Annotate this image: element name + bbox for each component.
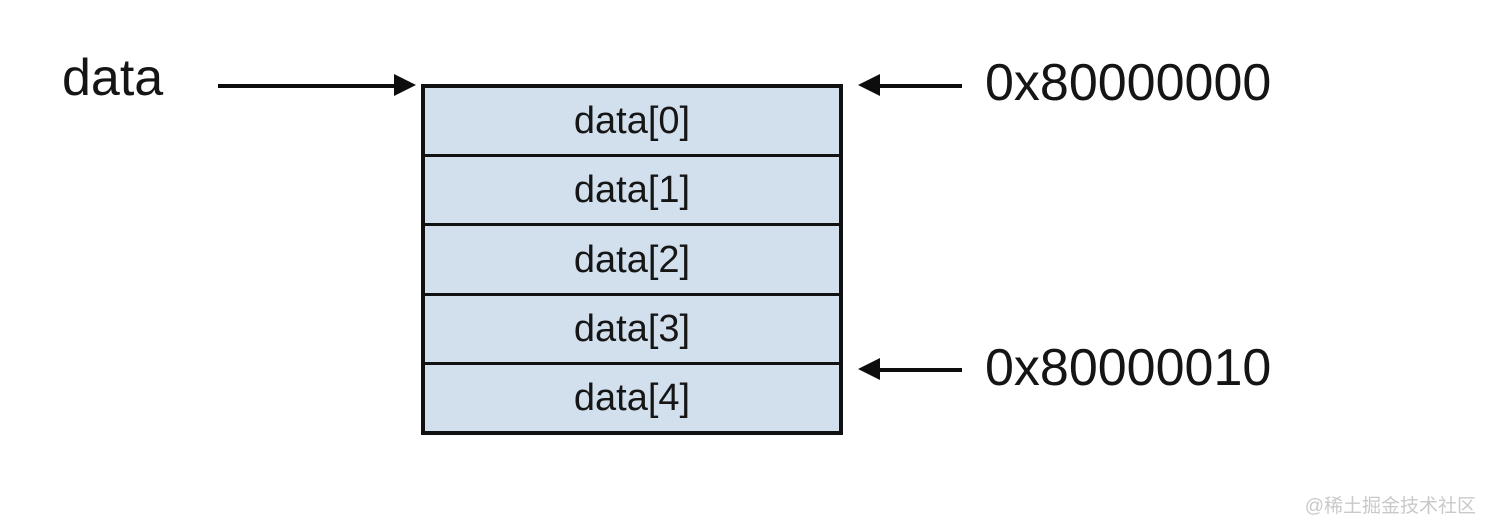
watermark: @稀土掘金技术社区 bbox=[1304, 496, 1476, 517]
memory-cell: data[4] bbox=[425, 364, 839, 432]
pointer-variable-label: data bbox=[62, 49, 164, 107]
memory-cell: data[3] bbox=[425, 295, 839, 365]
memory-block: data[0] data[1] data[2] data[3] data[4] bbox=[421, 84, 843, 435]
address-label-end: 0x80000010 bbox=[985, 339, 1272, 397]
data-pointer-arrow-head-icon bbox=[394, 74, 416, 96]
memory-cell: data[0] bbox=[425, 88, 839, 158]
memory-cell: data[1] bbox=[425, 157, 839, 227]
address-bottom-arrow-line bbox=[880, 368, 962, 372]
address-top-arrow-line bbox=[880, 84, 962, 88]
memory-cell: data[2] bbox=[425, 226, 839, 296]
data-pointer-arrow-line bbox=[218, 84, 396, 88]
address-bottom-arrow-head-icon bbox=[858, 358, 880, 380]
address-top-arrow-head-icon bbox=[858, 74, 880, 96]
address-label-start: 0x80000000 bbox=[985, 54, 1272, 112]
